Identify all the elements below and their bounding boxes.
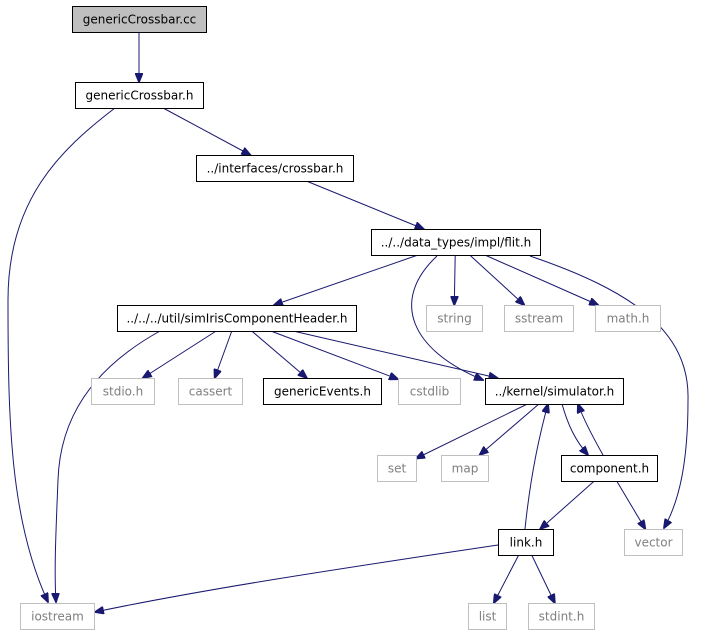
node-genericCrossbar-cc[interactable]: genericCrossbar.cc: [72, 6, 207, 33]
node-box: [504, 305, 574, 332]
node-box: [624, 529, 683, 556]
edge-flit-h-to-string: [454, 254, 455, 305]
node-label: cstdlib: [410, 385, 449, 399]
node-label: ../kernel/simulator.h: [495, 385, 615, 399]
node-stdint-h: stdint.h: [528, 603, 595, 630]
node-box: [117, 305, 357, 332]
node-label: stdint.h: [539, 610, 585, 624]
node-box: [263, 378, 382, 405]
node-box: [485, 378, 624, 405]
node-label: sstream: [515, 312, 563, 326]
node-label: cassert: [189, 385, 233, 399]
node-label: vector: [634, 536, 672, 550]
edge-flit-h-to-sstream: [469, 254, 525, 305]
node-label: ../../../util/simIrisComponentHeader.h: [126, 312, 347, 326]
node-label: link.h: [510, 536, 543, 550]
node-link-h[interactable]: link.h: [498, 529, 554, 556]
edge-link-h-to-iostream: [95, 544, 499, 612]
node-label: component.h: [570, 462, 649, 476]
edge-genericCrossbar-h-to-iostream: [7, 107, 116, 602]
edge-simulator-h-to-component-h: [561, 403, 588, 455]
node-label: stdio.h: [103, 385, 143, 399]
node-box: [178, 378, 243, 405]
node-iostream: iostream: [20, 603, 95, 630]
node-box: [468, 603, 507, 630]
node-box: [72, 6, 207, 33]
node-box: [498, 529, 554, 556]
edge-link-h-to-stdint-h: [531, 554, 555, 603]
edge-component-h-to-simulator-h: [578, 404, 604, 456]
edge-simulator-h-to-map: [480, 403, 540, 455]
edge-crossbar-h-to-flit-h: [306, 180, 423, 229]
node-simIris-h[interactable]: ../../../util/simIrisComponentHeader.h: [117, 305, 357, 332]
node-label: set: [388, 462, 407, 476]
node-genericEvents-h[interactable]: genericEvents.h: [263, 378, 382, 405]
node-box: [398, 378, 461, 405]
node-string: string: [426, 305, 483, 332]
edges-layer: [7, 32, 689, 612]
edge-flit-h-to-simIris-h: [274, 254, 419, 305]
edge-genericCrossbar-h-to-crossbar-h: [162, 107, 250, 155]
node-simulator-h[interactable]: ../kernel/simulator.h: [485, 378, 624, 405]
node-label: ../interfaces/crossbar.h: [207, 162, 344, 176]
node-box: [91, 378, 155, 405]
node-box: [196, 155, 354, 182]
edge-component-h-to-vector: [616, 480, 646, 529]
edge-simIris-h-to-simulator-h: [292, 330, 498, 378]
node-label: iostream: [31, 610, 84, 624]
node-map: map: [441, 455, 489, 482]
nodes-layer: genericCrossbar.cc genericCrossbar.h ../in…: [20, 6, 683, 630]
node-math-h: math.h: [595, 305, 661, 332]
node-list: list: [468, 603, 507, 630]
node-flit-h[interactable]: ../../data_types/impl/flit.h: [371, 229, 541, 256]
node-vector: vector: [624, 529, 683, 556]
node-label: genericEvents.h: [274, 385, 371, 399]
edge-simIris-h-to-iostream: [55, 330, 161, 602]
node-crossbar-h[interactable]: ../interfaces/crossbar.h: [196, 155, 354, 182]
edge-simIris-h-to-stdio-h: [143, 330, 217, 378]
node-label: math.h: [607, 312, 650, 326]
node-box: [528, 603, 595, 630]
node-component-h[interactable]: component.h: [561, 455, 658, 482]
node-box: [441, 455, 489, 482]
node-label: map: [452, 462, 479, 476]
edge-flit-h-to-vector: [529, 255, 689, 528]
node-set: set: [377, 455, 417, 482]
node-label: genericCrossbar.cc: [83, 13, 197, 27]
node-box: [561, 455, 658, 482]
edge-flit-h-to-math-h: [484, 254, 598, 305]
edge-flit-h-to-simulator-h: [411, 255, 483, 380]
edge-simIris-h-to-cstdlib: [270, 330, 398, 379]
node-box: [426, 305, 483, 332]
edge-simIris-h-to-genericEvents-h: [251, 330, 307, 378]
node-label: genericCrossbar.h: [86, 89, 194, 103]
edge-simIris-h-to-cassert: [215, 330, 233, 378]
node-sstream: sstream: [504, 305, 574, 332]
edge-link-h-to-simulator-h: [524, 404, 548, 530]
edge-component-h-to-link-h: [540, 480, 595, 529]
edge-simulator-h-to-set: [416, 403, 528, 459]
node-cassert: cassert: [178, 378, 243, 405]
node-label: string: [437, 312, 471, 326]
node-box: [75, 82, 204, 109]
node-box: [20, 603, 95, 630]
node-label: ../../data_types/impl/flit.h: [381, 236, 532, 250]
edge-link-h-to-list: [494, 554, 520, 603]
node-box: [595, 305, 661, 332]
node-box: [377, 455, 417, 482]
node-stdio-h: stdio.h: [91, 378, 155, 405]
node-cstdlib: cstdlib: [398, 378, 461, 405]
node-genericCrossbar-h[interactable]: genericCrossbar.h: [75, 82, 204, 109]
node-label: list: [479, 610, 497, 624]
node-box: [371, 229, 541, 256]
